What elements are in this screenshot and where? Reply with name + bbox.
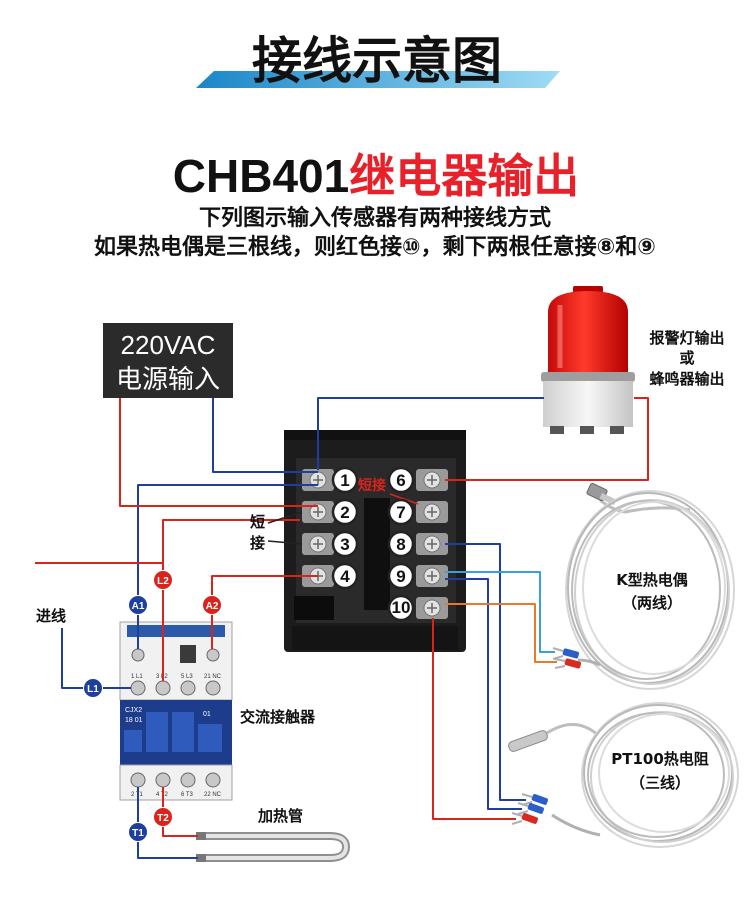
heater-label: 加热管 (257, 807, 303, 825)
contactor-bottom-terminal-22: 22 NC (204, 792, 222, 798)
terminal-number-10: 10 (392, 598, 411, 617)
heading-model: CHB401 (173, 150, 349, 202)
subtitle-line-1: 下列图示输入传感器有两种接线方式 (199, 205, 551, 231)
contactor-top-terminal-5: 5 L3 (181, 674, 193, 680)
heating-tube (196, 832, 351, 862)
badge-a1: A1 (128, 595, 148, 615)
badge-t1: T1 (128, 822, 148, 842)
k-fork-connectors (552, 647, 582, 669)
alarm-lamp (541, 286, 635, 434)
contactor-model: CJX2 (125, 707, 142, 714)
wire-power-to-terminal-1 (212, 398, 318, 473)
badge-a2: A2 (202, 595, 222, 615)
wire-terminal-10-to-k (445, 603, 557, 663)
wire-terminal-9-to-pt100 (445, 578, 522, 810)
alarm-output-label: 报警灯输出 (649, 329, 724, 347)
buzzer-output-label: 蜂鸣器输出 (649, 370, 724, 388)
subtitle-line-2: 如果热电偶是三根线，则红色接⑩，剩下两根任意接⑧和⑨ (94, 234, 656, 260)
pt100-fork-connectors (511, 793, 548, 825)
contactor-code: 18 01 (125, 717, 143, 724)
wire-a2-to-terminal-4 (211, 575, 318, 596)
power-input-label: 电源输入 (116, 364, 220, 394)
contactor-label: 交流接触器 (240, 708, 316, 726)
incoming-line-label: 进线 (36, 607, 66, 625)
heading: CHB401继电器输出 (173, 150, 579, 202)
wire-terminal-9-to-k (445, 571, 555, 653)
badge-t1-label: T1 (132, 828, 144, 839)
k-thermocouple-note: （两线） (622, 594, 682, 612)
terminal-number-1: 1 (340, 471, 349, 490)
terminal-number-3: 3 (340, 535, 349, 554)
pt100-sensor (508, 702, 739, 848)
contactor-top-terminal-1: 1 L1 (131, 674, 143, 680)
contactor-aux: 01 (203, 711, 211, 718)
pt100-note: （三线） (630, 774, 690, 792)
badge-a1-label: A1 (132, 601, 145, 612)
contactor-bottom-terminal-6: 6 T3 (181, 792, 194, 798)
short-link-left-top: 短 (250, 513, 265, 531)
terminal-number-9: 9 (396, 567, 405, 586)
page-title: 接线示意图 (252, 32, 502, 90)
wire-incoming-l1 (61, 628, 84, 689)
short-link-left-bottom: 接 (250, 534, 265, 552)
alarm-or-label: 或 (679, 349, 694, 367)
badge-l2: L2 (153, 570, 173, 590)
terminal-screws-right (416, 469, 448, 619)
wire-terminal-10-to-pt100 (432, 618, 516, 820)
wire-terminal-6-to-alarm (445, 397, 649, 481)
pt100-label: PT100热电阻 (611, 750, 709, 768)
wire-power-to-terminal-2 (119, 398, 318, 507)
badge-t2: T2 (153, 807, 173, 827)
badge-a2-label: A2 (206, 601, 219, 612)
terminal-number-4: 4 (340, 567, 350, 586)
power-input-box (103, 323, 233, 398)
wire-terminal-8-to-pt100 (445, 543, 526, 801)
badge-l2-label: L2 (157, 576, 169, 587)
terminal-number-8: 8 (396, 535, 405, 554)
terminal-number-7: 7 (396, 503, 405, 522)
wire-t1-to-heater (137, 841, 198, 859)
badge-t2-label: T2 (157, 813, 169, 824)
terminal-number-6: 6 (396, 471, 405, 490)
short-link-right-label: 短接 (358, 477, 386, 494)
power-voltage-label: 220VAC (121, 330, 216, 360)
wire-l2-to-terminal-3 (162, 519, 300, 571)
k-thermocouple (552, 482, 735, 690)
k-thermocouple-label: K型热电偶 (616, 571, 688, 589)
wire-terminal-1-to-alarm (317, 397, 544, 470)
wire-t2-to-heater (162, 826, 198, 837)
title-underline-bar (196, 71, 560, 88)
terminal-numbers-right: 6 7 8 9 10 (387, 466, 415, 622)
short-link-2-3 (267, 511, 303, 545)
terminal-number-2: 2 (340, 503, 349, 522)
badge-l1-label: L1 (87, 684, 99, 695)
ac-contactor (119, 621, 233, 801)
heading-type: 继电器输出 (349, 150, 579, 202)
wire-a1-to-terminal-1 (137, 484, 318, 596)
terminal-numbers-left: 1 2 3 4 (331, 466, 359, 590)
contactor-top-terminal-21: 21 NC (204, 674, 222, 680)
short-link-6-7 (389, 493, 419, 505)
badge-l1: L1 (83, 678, 103, 698)
